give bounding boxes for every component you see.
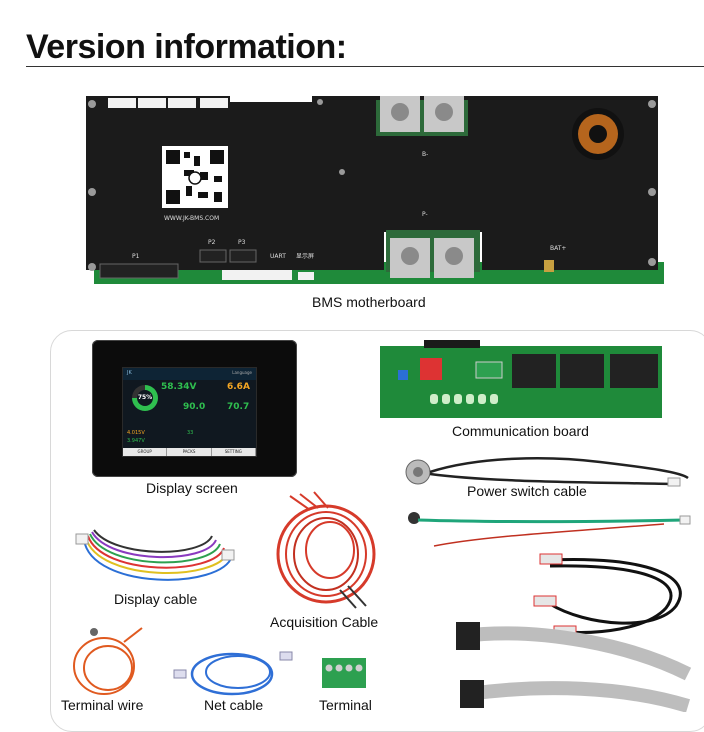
ntc-wire-image — [404, 508, 694, 555]
max-cell-value: 4.015V — [127, 430, 145, 436]
screw — [88, 263, 96, 271]
display-cable-image — [72, 520, 242, 597]
p1-label: P1 — [132, 253, 140, 260]
p2-label: P2 — [208, 239, 216, 246]
tab-group: GROUP — [123, 448, 168, 456]
acquisition-cable-image — [270, 490, 382, 615]
display-ui: JK Language 75% 58.34V 6.6A 90.0 70.7 4.… — [122, 367, 257, 457]
connector-1 — [108, 98, 136, 108]
tab-packs: PACKS — [167, 448, 212, 456]
acquisition-cable-caption: Acquisition Cable — [270, 614, 379, 630]
screw — [648, 258, 656, 266]
display-port-connector — [298, 272, 314, 280]
display-screen-image: JK Language 75% 58.34V 6.6A 90.0 70.7 4.… — [92, 340, 297, 477]
p1-connector — [99, 263, 179, 279]
net-cable-caption: Net cable — [204, 697, 264, 713]
title-divider — [26, 66, 704, 67]
white-connector — [222, 270, 292, 280]
ribbon-cable-image — [452, 616, 692, 717]
p2-connector — [199, 249, 227, 263]
connector-3 — [168, 98, 196, 108]
terminal-wire-image — [64, 622, 164, 703]
b-minus-label: B- — [422, 151, 428, 158]
display-screen-caption: Display screen — [146, 480, 238, 496]
power-value: 70.7 — [227, 402, 250, 412]
capacity-value: 90.0 — [183, 402, 206, 412]
black-plate — [86, 96, 658, 270]
bms-motherboard-image: WWW.JK-BMS.COM B- P- BAT+ P1 P2 P3 UART … — [72, 92, 676, 290]
page-title: Version information: — [26, 28, 347, 66]
connector-4 — [200, 98, 228, 108]
connector-2 — [138, 98, 166, 108]
bat-plus-terminal — [544, 260, 554, 272]
qr-code — [162, 146, 228, 208]
temp-value: 33 — [187, 430, 194, 436]
power-switch-cable-image — [400, 452, 700, 497]
motherboard-caption: BMS motherboard — [312, 294, 426, 310]
p3-connector — [229, 249, 257, 263]
bat-plus-label: BAT+ — [550, 245, 566, 252]
screw — [648, 100, 656, 108]
screw — [339, 169, 345, 175]
screw — [648, 188, 656, 196]
min-cell-value: 3.947V — [127, 438, 145, 444]
p3-label: P3 — [238, 239, 246, 246]
voltage-value: 58.34V — [161, 382, 197, 392]
screw — [88, 188, 96, 196]
terminal-wire-caption: Terminal wire — [61, 697, 144, 713]
screw — [88, 100, 96, 108]
net-cable-image — [172, 640, 296, 705]
soc-value: 75% — [137, 390, 153, 406]
screen-tabs: GROUP PACKS SETTING — [123, 448, 256, 456]
terminal-caption: Terminal — [319, 697, 372, 713]
communication-board-caption: Communication board — [452, 423, 589, 439]
communication-board-image — [380, 340, 662, 425]
uart-label: UART — [270, 253, 286, 260]
power-switch-cable-caption: Power switch cable — [467, 483, 587, 499]
board-url: WWW.JK-BMS.COM — [164, 215, 219, 222]
p-minus-label: P- — [422, 211, 428, 218]
soc-ring: 75% — [132, 385, 158, 411]
display-cable-caption: Display cable — [114, 591, 198, 607]
screen-language: Language — [232, 370, 252, 375]
current-value: 6.6A — [227, 382, 250, 392]
screen-logo: JK — [127, 370, 132, 376]
tab-setting: SETTING — [212, 448, 256, 456]
terminal-block-image — [322, 654, 366, 695]
display-port-label: 显示屏 — [296, 253, 314, 260]
screw — [317, 99, 323, 105]
